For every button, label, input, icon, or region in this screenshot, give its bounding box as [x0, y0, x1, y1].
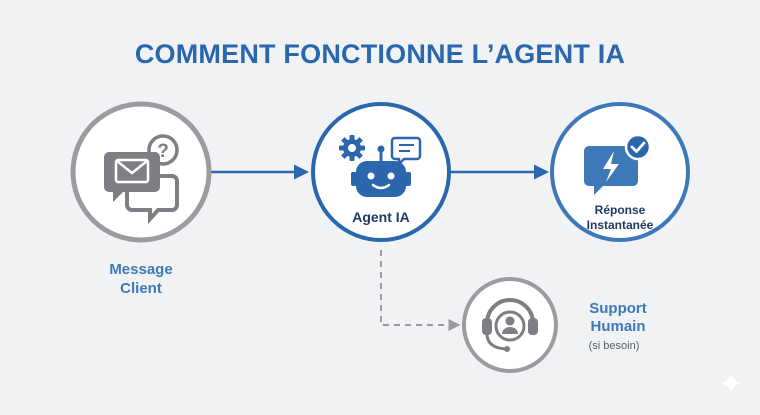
node-reponse-instantanee: Réponse Instantanée	[550, 102, 690, 242]
headset-user-icon	[482, 298, 538, 352]
agent-ia-label: Agent IA	[352, 209, 410, 225]
node-message-client: ?	[70, 101, 212, 243]
robot-gear-chat-icon	[339, 135, 422, 197]
lightning-chat-check-icon	[584, 133, 652, 195]
message-client-label-line1: Message	[109, 261, 172, 278]
sparkle-icon	[721, 373, 741, 393]
page-title: COMMENT FONCTIONNE L’AGENT IA	[135, 39, 625, 69]
envelope-chat-question-icon: ?	[104, 134, 179, 225]
question-mark: ?	[157, 141, 169, 162]
dashed-arrow-agent-to-support	[380, 250, 461, 331]
message-client-label-line2: Client	[120, 280, 162, 297]
support-label-line1: Support	[589, 300, 647, 317]
reponse-label-line2: Instantanée	[587, 218, 654, 232]
node-agent-ia: Agent IA	[311, 102, 451, 242]
support-label-line3: (si besoin)	[589, 340, 640, 352]
node-support-humain	[462, 277, 558, 373]
support-label-line2: Humain	[590, 318, 645, 335]
reponse-label-line1: Réponse	[595, 203, 646, 217]
